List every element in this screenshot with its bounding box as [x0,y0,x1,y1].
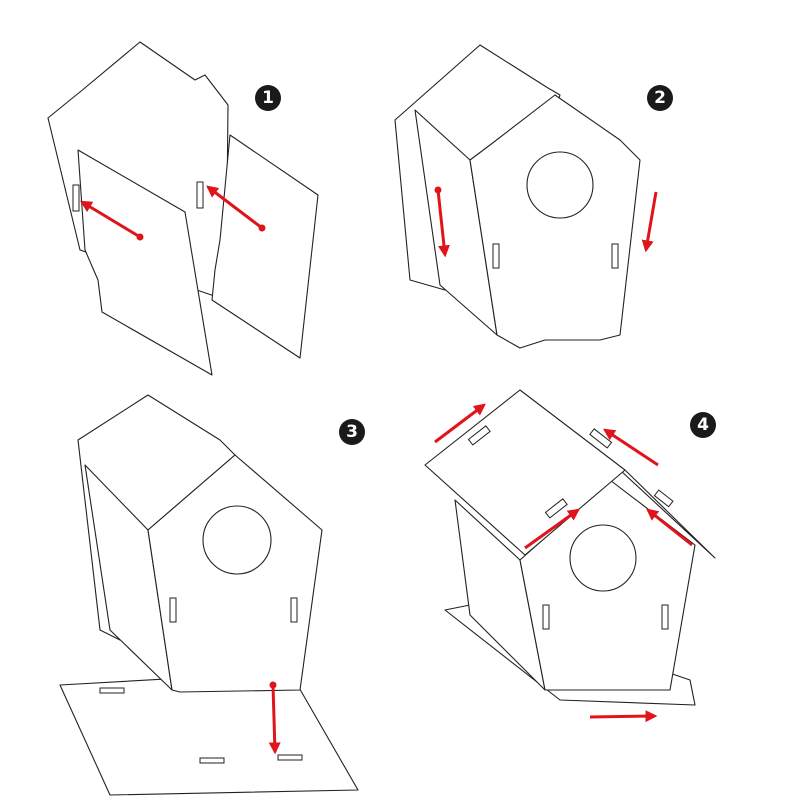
side-panel-right [211,134,319,359]
step-1-illustration [47,41,319,376]
arrow [268,684,281,755]
svg-text:3: 3 [346,422,358,442]
arrow [206,185,263,230]
svg-text:1: 1 [262,88,274,108]
entrance-hole [202,505,272,575]
step-2-illustration [394,44,658,349]
arrow [602,428,659,467]
arrow [524,508,580,550]
step-badge-3: 3 [339,419,365,445]
arrow [589,710,658,723]
front-wall [469,94,641,349]
entrance-hole [569,524,637,592]
side-panel-left [77,149,213,376]
step-badge-2: 2 [647,85,673,111]
entrance-hole [526,151,594,219]
step-3-illustration [59,394,359,796]
roof-panel-left [424,389,626,556]
step-badge-1: 1 [255,85,281,111]
step-4-illustration [424,389,716,723]
svg-text:2: 2 [654,88,666,108]
arrow [646,508,693,547]
arrow [434,403,486,444]
arrow [436,189,450,258]
svg-text:4: 4 [697,415,709,435]
arrow [79,200,141,239]
arrow [641,191,658,253]
step-badge-4: 4 [690,412,716,438]
